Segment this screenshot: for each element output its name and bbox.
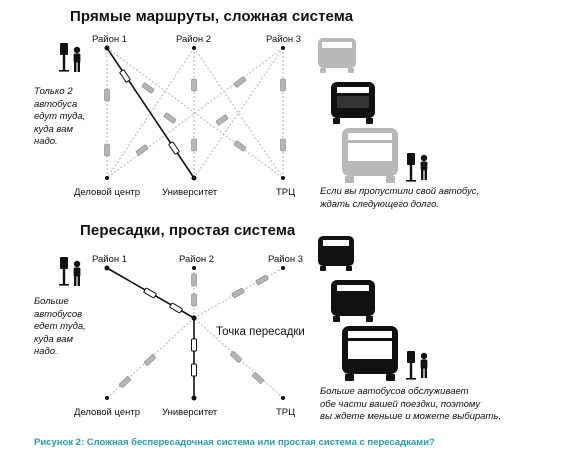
bottom-bus-large xyxy=(342,326,398,381)
top-direct-route xyxy=(106,47,195,179)
top-note-left: Только 2 автобуса едут туда, куда вам на… xyxy=(34,86,85,149)
top-node-universitet-label: Университет xyxy=(162,187,218,198)
bottom-nodes xyxy=(104,265,285,401)
bottom-right-stop-icon xyxy=(406,351,428,380)
top-note-right: Если вы пропустили свой автобус, ждать с… xyxy=(320,186,479,211)
top-right-stop-icon xyxy=(406,153,428,182)
top-node-trc-label: ТРЦ xyxy=(276,187,296,198)
top-note-left-line: едут туда, xyxy=(34,111,86,122)
bottom-note-right-line: вы ждете меньше и можете выбирать, xyxy=(320,411,501,422)
bottom-note-left-line: куда вам xyxy=(34,333,73,345)
top-note-right-line: Если вы пропустили свой автобус, xyxy=(320,186,480,197)
top-bus-faded xyxy=(318,38,356,73)
bottom-node-universitet-label: Университет xyxy=(162,407,218,418)
bottom-section-title: Пересадки, простая система xyxy=(80,222,296,239)
bottom-note-right: Больше автобусов обслуживает обе части в… xyxy=(320,386,501,424)
top-section-title: Прямые маршруты, сложная система xyxy=(70,8,354,25)
top-node-delovoy-label: Деловой центр xyxy=(74,187,141,198)
bottom-node-delovoy-label: Деловой центр xyxy=(74,407,141,418)
top-node-rayon3-label: Район 3 xyxy=(266,34,302,45)
top-note-left-line: Только 2 xyxy=(34,86,73,97)
top-note-right-line: ждать следующего долго. xyxy=(320,198,439,210)
bottom-note-left: Больше автобусов едет туда, куда вам над… xyxy=(34,296,86,359)
top-route-buses xyxy=(104,75,286,157)
top-node-rayon2-label: Район 2 xyxy=(176,34,212,45)
figure-caption: Рисунок 2: Сложная беспересадочная систе… xyxy=(34,437,435,448)
top-note-left-line: автобуса xyxy=(34,98,78,110)
top-nodes xyxy=(104,45,285,181)
bottom-routes-black xyxy=(106,267,195,398)
bottom-node-rayon3-label: Район 3 xyxy=(268,254,304,265)
top-routes-gray xyxy=(106,47,284,179)
top-note-left-line: надо. xyxy=(34,136,58,147)
bottom-node-rayon2-label: Район 2 xyxy=(179,254,215,265)
top-node-rayon1-label: Район 1 xyxy=(92,34,128,45)
bottom-bus-small xyxy=(318,236,354,271)
bottom-note-left-line: надо. xyxy=(34,346,58,357)
top-stop-icon xyxy=(59,43,81,72)
bottom-note-left-line: Больше xyxy=(34,296,69,307)
bottom-note-right-line: Больше автобусов обслуживает xyxy=(320,386,469,397)
bottom-note-left-line: автобусов xyxy=(34,308,83,320)
transfer-point-label: Точка пересадки xyxy=(216,326,305,338)
top-bus-faded-large xyxy=(342,128,398,183)
bottom-direct-buses xyxy=(143,287,197,377)
top-note-left-line: куда вам xyxy=(34,123,73,135)
bottom-bus-medium xyxy=(331,280,375,322)
bottom-note-left-line: едет туда, xyxy=(34,321,86,332)
bottom-node-trc-label: ТРЦ xyxy=(276,407,296,418)
bottom-note-right-line: обе части вашей поездки, поэтому xyxy=(320,398,481,410)
bottom-stop-icon xyxy=(59,257,81,286)
bottom-node-rayon1-label: Район 1 xyxy=(92,254,128,265)
top-bus-black xyxy=(331,82,375,124)
